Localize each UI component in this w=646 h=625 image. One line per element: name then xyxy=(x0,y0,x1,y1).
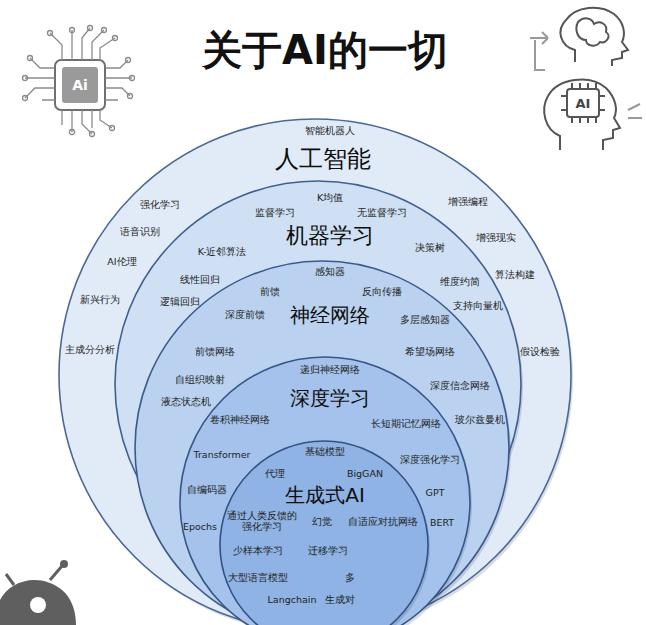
category-circle: 生成式AI 基础模型代理 BigGAN 通过人类反馈的 强化学习 幻觉 自适应对抗网络少样… xyxy=(114,180,522,588)
term-label: 希望场网络 xyxy=(405,347,455,358)
brain-head-icon xyxy=(530,8,628,70)
term-label: 多层感知器 xyxy=(400,315,450,326)
term-label: 无监督学习 xyxy=(357,208,407,219)
term-label: 代理 xyxy=(265,469,285,480)
term-label: K-近邻算法 xyxy=(198,247,247,258)
category-circle: 生成式AI 基础模型代理 BigGAN 通过人类反馈的 强化学习 幻觉 自适应对抗网络少样… xyxy=(58,118,572,625)
term-label: 基础模型 xyxy=(305,447,345,458)
term-label: 线性回归 xyxy=(180,275,220,286)
circle-heading: 人工智能 xyxy=(275,146,371,174)
category-circle: 生成式AI 基础模型代理 BigGAN 通过人类反馈的 强化学习 幻觉 自适应对抗网络少样… xyxy=(134,260,510,625)
term-label: 增强现实 xyxy=(476,233,516,244)
term-label: 长短期记忆网络 xyxy=(371,419,441,430)
term-label: 自编码器 xyxy=(187,485,227,496)
circle-heading: 机器学习 xyxy=(286,223,374,248)
term-label: 算法构建 xyxy=(495,270,535,281)
term-label: 维度约简 xyxy=(440,277,480,288)
term-label: 少样本学习 xyxy=(233,546,283,557)
category-circle: 生成式AI 基础模型代理 BigGAN 通过人类反馈的 强化学习 幻觉 自适应对抗网络少样… xyxy=(219,440,429,625)
term-label: 假设检验 xyxy=(520,347,560,358)
term-label: 大型语言模型 xyxy=(228,573,288,584)
term-label: 主成分分析 xyxy=(65,345,115,356)
term-label: 智能机器人 xyxy=(305,126,355,137)
term-label: 深度前馈 xyxy=(225,310,265,321)
circle-heading: 神经网络 xyxy=(290,304,370,327)
term-label: 前馈 xyxy=(260,287,280,298)
circle-fill xyxy=(59,119,571,625)
term-label: 液态状态机 xyxy=(161,397,211,408)
circle-heading: 生成式AI xyxy=(285,484,365,507)
term-label: 幻觉 xyxy=(312,517,332,528)
term-label: 感知器 xyxy=(315,267,345,278)
term-label: 深度信念网络 xyxy=(430,381,490,392)
ai-head-icon xyxy=(544,80,642,150)
term-label: BERT xyxy=(430,518,454,529)
term-label: 迁移学习 xyxy=(308,546,348,557)
term-label: AI伦理 xyxy=(107,257,136,268)
term-label: Epochs xyxy=(183,522,217,533)
term-label: 逻辑回归 xyxy=(160,297,200,308)
term-label: 生成对 xyxy=(325,595,355,606)
term-label: 多 xyxy=(345,573,355,584)
term-label: GPT xyxy=(426,488,445,499)
term-label: BigGAN xyxy=(347,469,383,480)
term-label: 前馈网络 xyxy=(195,347,235,358)
circle-outline xyxy=(219,440,429,625)
icon-label: Ai xyxy=(72,77,88,93)
category-circle: 生成式AI 基础模型代理 BigGAN 通过人类反馈的 强化学习 幻觉 自适应对抗网络少样… xyxy=(179,356,471,625)
term-label: 语音识别 xyxy=(120,227,160,238)
term-label: 卷积神经网络 xyxy=(210,415,270,426)
term-label: 监督学习 xyxy=(255,208,295,219)
term-label: Langchain xyxy=(268,595,317,606)
term-label: 玻尔兹曼机 xyxy=(455,415,505,426)
circle-fill xyxy=(220,441,428,625)
term-label: 新兴行为 xyxy=(80,295,120,306)
term-label: 递归神经网络 xyxy=(300,365,360,376)
term-label: 自组织映射 xyxy=(175,375,225,386)
term-label: 自适应对抗网络 xyxy=(348,517,418,528)
term-label: 强化学习 xyxy=(140,200,180,211)
robot-icon xyxy=(0,560,76,625)
term-label: 增强编程 xyxy=(448,197,488,208)
term-label: 支持向量机 xyxy=(453,301,503,312)
title: 关于AI的一切 xyxy=(202,23,448,78)
term-label: 反向传播 xyxy=(362,287,402,298)
term-label: 决策树 xyxy=(415,243,445,254)
term-label: Transformer xyxy=(193,450,250,461)
icon-label: AI xyxy=(576,96,591,111)
term-label: 深度强化学习 xyxy=(400,455,460,466)
chip-icon xyxy=(23,26,135,137)
circle-heading: 深度学习 xyxy=(290,387,370,410)
term-label: 通过人类反馈的 强化学习 xyxy=(226,511,298,533)
term-label: K均值 xyxy=(317,193,343,204)
